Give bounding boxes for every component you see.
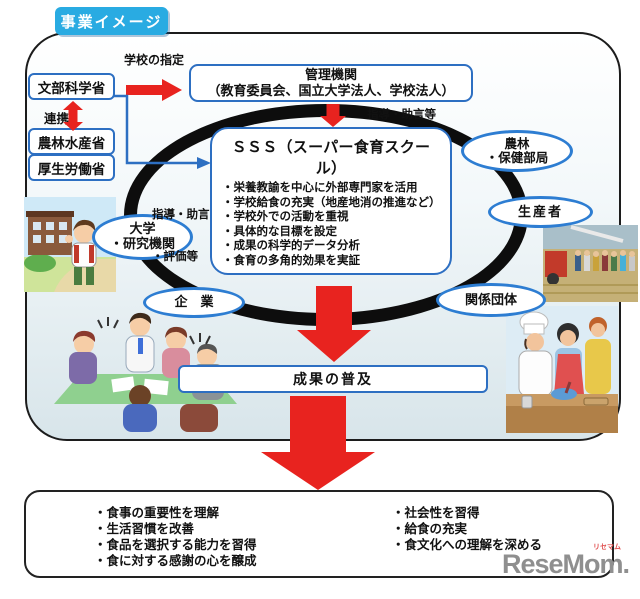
- result-item: ・食品を選択する能力を習得: [94, 538, 257, 552]
- watermark-ruby: リセマム: [593, 544, 622, 551]
- watermark-text: ReseMom.: [502, 549, 630, 579]
- cooking-illustration: [506, 306, 618, 433]
- sss-bullet: ・学校外での活動を重視: [222, 211, 349, 223]
- result-item: ・社会性を習得: [392, 506, 480, 520]
- sss-bullet: ・学校給食の充実（地産地消の推進など）: [222, 196, 441, 209]
- company-ellipse: 企 業: [143, 287, 245, 318]
- management-org-box: 管理機関 （教育委員会、国立大学法人、学校法人）: [189, 64, 473, 102]
- chef-coat: [518, 350, 553, 397]
- management-org-title: 管理機関: [304, 67, 357, 82]
- cooperation-label: 連携: [44, 112, 70, 126]
- producer-ellipse: 生産者: [488, 196, 593, 228]
- result-item: ・生活習慣を改善: [94, 522, 195, 536]
- mixing-bowl: [551, 388, 577, 400]
- red-apron: [554, 354, 584, 394]
- sss-bullet-list: ・栄養教諭を中心に外部専門家を活用 ・学校給食の充実（地産地消の推進など） ・学…: [222, 181, 446, 268]
- related-orgs-ellipse: 関係団体: [436, 283, 546, 317]
- page-title: 事業イメージ: [55, 7, 168, 35]
- results-right-column: ・社会性を習得 ・給食の充実 ・食文化への理解を深める: [392, 505, 542, 553]
- management-org-members: （教育委員会、国立大学法人、学校法人）: [207, 83, 455, 98]
- results-left-column: ・食事の重要性を理解 ・生活習慣を改善 ・食品を選択する能力を習得 ・食に対する…: [94, 505, 257, 569]
- results-box: ・食事の重要性を理解 ・生活習慣を改善 ・食品を選択する能力を習得 ・食に対する…: [24, 490, 614, 578]
- boy-face: [74, 223, 94, 243]
- result-item: ・食事の重要性を理解: [94, 506, 220, 520]
- people-row: [575, 250, 635, 271]
- sss-title: ＳＳＳ（スーパー食育スクール）: [231, 139, 431, 177]
- mhlw-box: 厚生労働省: [28, 154, 115, 181]
- maff-box: 農林水産省: [28, 128, 115, 155]
- field-photo: [543, 225, 638, 302]
- result-item: ・食文化への理解を深める: [392, 538, 543, 552]
- university-ellipse: 大学 ・研究機関: [92, 214, 193, 260]
- result-item: ・食に対する感謝の心を醸成: [94, 554, 257, 568]
- sss-bullet: ・食育の多角的効果を実証: [222, 254, 360, 267]
- mext-box: 文部科学省: [28, 73, 115, 100]
- agri-health-ellipse: 農林 ・保健部局: [461, 130, 573, 172]
- sss-bullet: ・具体的な目標を設定: [222, 225, 337, 238]
- resemom-watermark: リセマム ReseMom.: [502, 544, 630, 579]
- school-designation-label: 学校の指定: [124, 53, 185, 67]
- guidance-advice-label: 指導・助言等: [367, 109, 436, 121]
- sss-bullet: ・成果の科学的データ分析: [222, 240, 360, 252]
- outcome-box: 成果の普及: [178, 365, 488, 393]
- harvest-machine: [545, 251, 567, 277]
- result-item: ・給食の充実: [392, 522, 468, 536]
- guidance-evaluation-label: 指導・助言 ・評価等: [152, 209, 210, 263]
- sss-box: ＳＳＳ（スーパー食育スクール） ・栄養教諭を中心に外部専門家を活用 ・学校給食の…: [210, 127, 452, 275]
- photo-sky: [543, 225, 638, 249]
- sss-bullet: ・栄養教諭を中心に外部専門家を活用: [222, 182, 418, 194]
- meeting-illustration: [54, 312, 237, 432]
